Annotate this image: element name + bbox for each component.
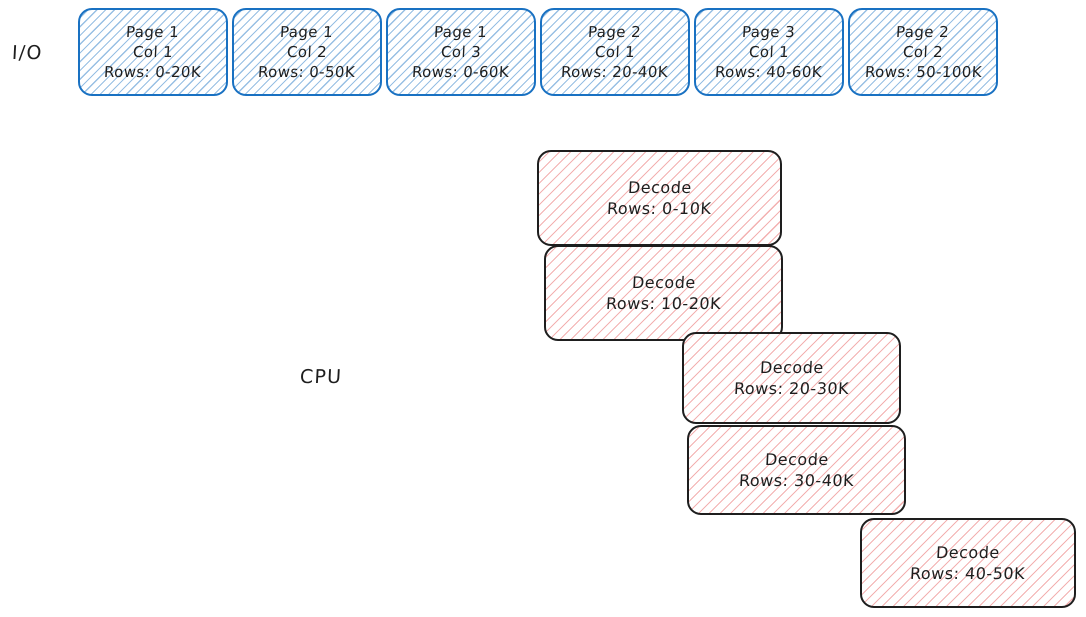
io-chunk-rows-1: Rows: 0-20K xyxy=(103,63,203,82)
io-chunk-page-3: Page 1 xyxy=(434,22,488,41)
io-chunk-rows-6: Rows: 50-100K xyxy=(864,63,982,82)
cpu-decode-title-5: Decode xyxy=(935,542,1001,562)
io-chunk-col-2: Col 2 xyxy=(286,42,328,61)
cpu-decode-rows-1: Rows: 0-10K xyxy=(606,199,713,218)
cpu-decode-title-4: Decode xyxy=(764,449,829,469)
io-chunk-col-1: Col 1 xyxy=(132,42,174,61)
io-chunk-page-2: Page 1 xyxy=(280,22,334,41)
cpu-decode-rows-4: Rows: 30-40K xyxy=(738,471,855,490)
cpu-decode-box-1[interactable]: Decode Rows: 0-10K xyxy=(537,150,782,246)
io-chunk-col-4: Col 1 xyxy=(594,42,636,61)
io-chunk-box-2[interactable]: Page 1 Col 2 Rows: 0-50K xyxy=(232,8,382,96)
io-chunk-box-4[interactable]: Page 2 Col 1 Rows: 20-40K xyxy=(540,8,690,96)
lane-label-cpu: CPU xyxy=(299,366,343,388)
cpu-decode-title-3: Decode xyxy=(759,357,824,377)
io-chunk-box-6[interactable]: Page 2 Col 2 Rows: 50-100K xyxy=(848,8,998,96)
cpu-decode-title-2: Decode xyxy=(631,272,696,292)
io-chunk-box-3[interactable]: Page 1 Col 3 Rows: 0-60K xyxy=(386,8,536,96)
io-chunk-box-5[interactable]: Page 3 Col 1 Rows: 40-60K xyxy=(694,8,844,96)
io-chunk-page-6: Page 2 xyxy=(896,22,950,41)
io-chunk-col-6: Col 2 xyxy=(902,42,944,61)
io-chunk-col-5: Col 1 xyxy=(748,42,790,61)
io-chunk-rows-2: Rows: 0-50K xyxy=(257,63,357,82)
io-chunk-page-1: Page 1 xyxy=(126,22,180,41)
io-chunk-rows-3: Rows: 0-60K xyxy=(411,63,511,82)
cpu-decode-title-1: Decode xyxy=(627,177,692,197)
io-chunk-rows-5: Rows: 40-60K xyxy=(714,63,824,82)
io-chunk-rows-4: Rows: 20-40K xyxy=(560,63,670,82)
cpu-decode-rows-2: Rows: 10-20K xyxy=(605,294,722,313)
cpu-decode-box-3[interactable]: Decode Rows: 20-30K xyxy=(682,332,901,424)
cpu-decode-rows-5: Rows: 40-50K xyxy=(909,564,1027,583)
io-chunk-page-5: Page 3 xyxy=(742,22,796,41)
cpu-decode-box-5[interactable]: Decode Rows: 40-50K xyxy=(860,518,1076,608)
io-chunk-page-4: Page 2 xyxy=(588,22,642,41)
lane-label-io: I/O xyxy=(11,42,44,64)
io-chunk-box-1[interactable]: Page 1 Col 1 Rows: 0-20K xyxy=(78,8,228,96)
cpu-decode-rows-3: Rows: 20-30K xyxy=(733,379,850,398)
cpu-decode-box-2[interactable]: Decode Rows: 10-20K xyxy=(544,245,783,341)
cpu-decode-box-4[interactable]: Decode Rows: 30-40K xyxy=(687,425,906,515)
io-chunk-col-3: Col 3 xyxy=(440,42,482,61)
